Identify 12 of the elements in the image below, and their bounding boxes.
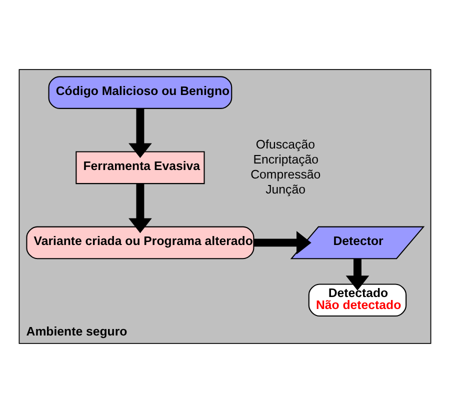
node-label: Compressão: [250, 166, 321, 181]
node-box: Código Malicioso ou Benigno: [48, 76, 232, 108]
node-box: Variante criada ou Programa alterado: [26, 226, 254, 259]
node-label: Junção: [266, 182, 306, 196]
node-box: Ferramenta Evasiva: [76, 150, 205, 184]
arrow: [128, 108, 152, 158]
arrow: [346, 258, 370, 290]
node-box: Detectado Não detectado: [308, 283, 407, 316]
node-label: Ofuscação: [256, 136, 316, 151]
arrow: [254, 230, 312, 254]
node-label: Encriptação: [253, 152, 319, 166]
arrow: [128, 183, 152, 233]
